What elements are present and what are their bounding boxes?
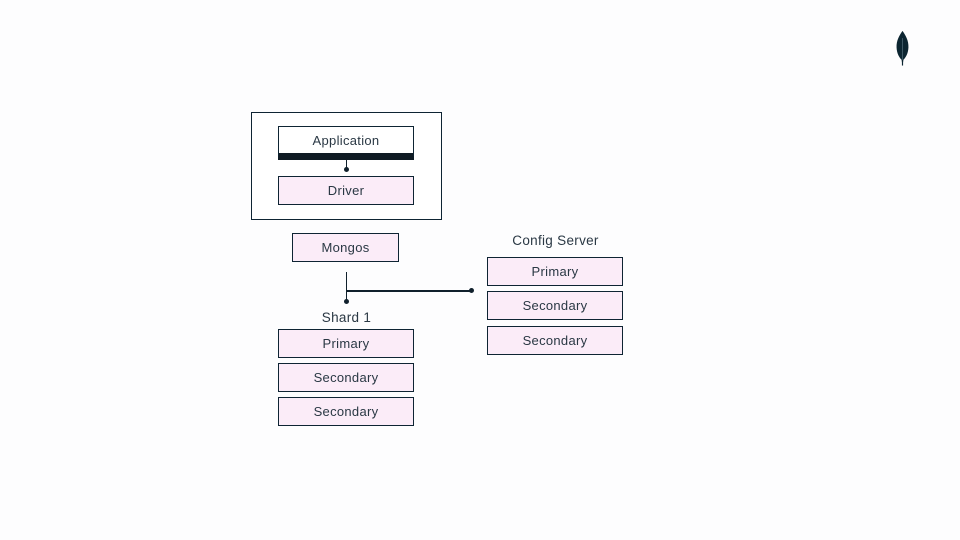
config-secondary-node: Secondary bbox=[487, 291, 623, 320]
driver-label: Driver bbox=[327, 183, 365, 198]
shard1-title: Shard 1 bbox=[321, 310, 372, 325]
shard1-secondary-node: Secondary bbox=[278, 363, 414, 392]
shard1-secondary2-node: Secondary bbox=[278, 397, 414, 426]
application-node: Application bbox=[278, 126, 414, 160]
connector-mongos-shard bbox=[345, 272, 347, 301]
connector-dot-shard bbox=[344, 299, 349, 304]
mongos-node: Mongos bbox=[292, 233, 399, 262]
config-secondary2-label: Secondary bbox=[522, 333, 588, 348]
connector-dot-config bbox=[469, 288, 474, 293]
config-secondary2-node: Secondary bbox=[487, 326, 623, 355]
shard1-primary-label: Primary bbox=[322, 336, 370, 351]
shard1-secondary2-label: Secondary bbox=[313, 404, 379, 419]
mongodb-leaf-icon bbox=[896, 30, 909, 66]
config-primary-label: Primary bbox=[531, 264, 579, 279]
connector-dot-driver bbox=[344, 167, 349, 172]
mongos-label: Mongos bbox=[321, 240, 370, 255]
shard1-primary-node: Primary bbox=[278, 329, 414, 358]
config-secondary-label: Secondary bbox=[522, 298, 588, 313]
config-primary-node: Primary bbox=[487, 257, 623, 286]
driver-node: Driver bbox=[278, 176, 414, 205]
connector-mongos-config bbox=[346, 290, 471, 292]
application-label: Application bbox=[312, 132, 380, 148]
shard1-secondary-label: Secondary bbox=[313, 370, 379, 385]
config-server-title: Config Server bbox=[512, 233, 599, 248]
connector-application-driver bbox=[345, 160, 347, 168]
